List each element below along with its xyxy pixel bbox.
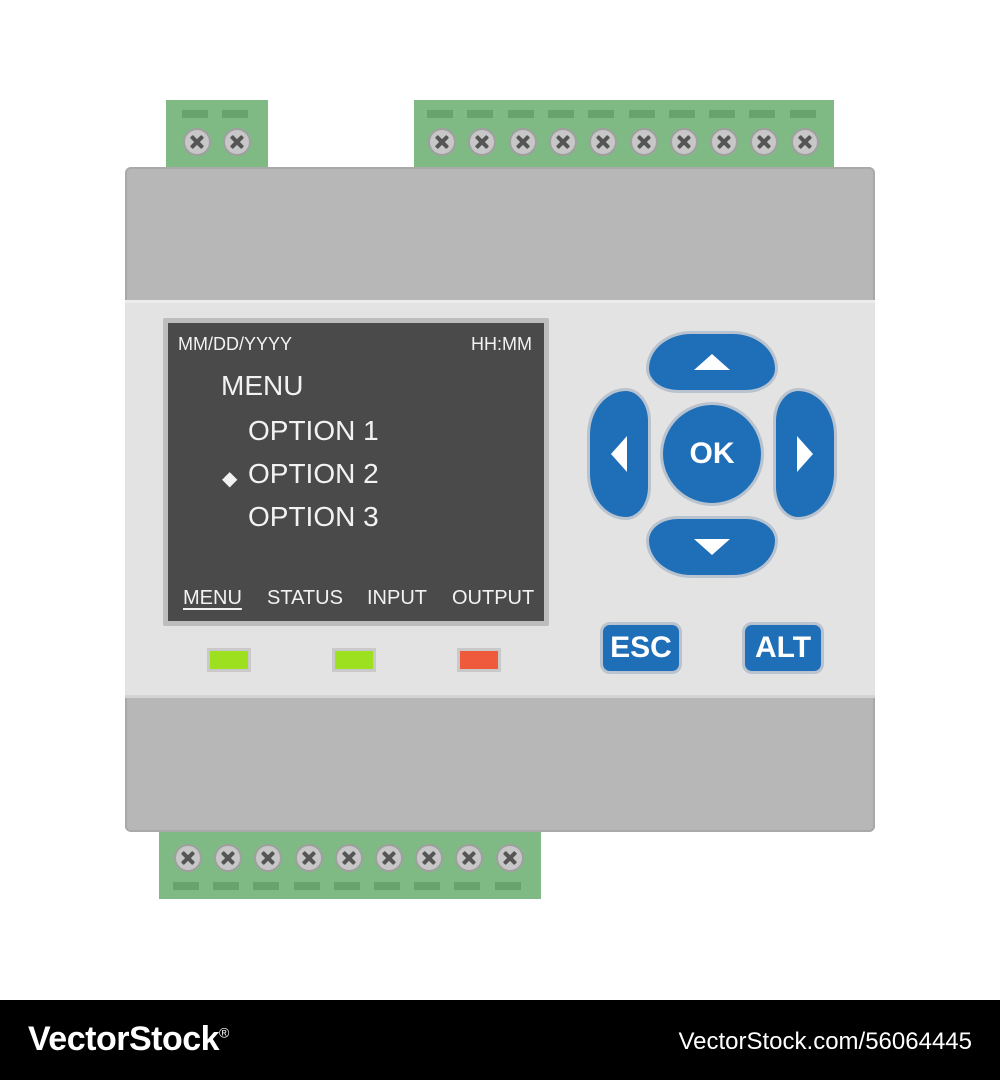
screw-icon (174, 844, 202, 872)
esc-button[interactable]: ESC (600, 622, 682, 674)
left-button[interactable] (587, 388, 651, 520)
screw-icon (455, 844, 484, 872)
status-led-1 (207, 648, 251, 672)
screw-icon (183, 128, 211, 156)
terminal-block-top-left (166, 100, 268, 167)
watermark-id: VectorStock.com/56064445 (678, 1028, 972, 1055)
ok-button[interactable]: OK (660, 402, 764, 506)
terminal-tab (628, 110, 655, 118)
screw-icon (214, 844, 243, 872)
watermark-bar: VectorStock® VectorStock.com/56064445 (0, 1000, 1000, 1080)
screw-icon (508, 128, 537, 156)
terminal-block-top-right (414, 100, 834, 167)
terminal-tab (668, 110, 695, 118)
arrow-down-icon (694, 539, 730, 555)
screw-icon (495, 844, 524, 872)
terminal-tab (173, 882, 199, 890)
watermark-brand: VectorStock® (28, 1020, 229, 1058)
terminal-tab (709, 110, 736, 118)
terminal-block-bottom (159, 832, 541, 899)
screw-icon (669, 128, 698, 156)
terminal-tab (182, 110, 208, 118)
menu-option-1[interactable]: OPTION 1 (248, 415, 379, 446)
lcd-screen: MM/DD/YYYY HH:MM MENU OPTION 1 ◆ OPTION … (168, 323, 544, 621)
arrow-right-icon (797, 436, 813, 472)
screw-icon (589, 128, 618, 156)
terminal-tab (494, 882, 521, 890)
menu-option-3[interactable]: OPTION 3 (248, 501, 379, 532)
screen-menu-title: MENU (221, 370, 304, 401)
arrow-left-icon (611, 436, 627, 472)
screw-icon (254, 844, 283, 872)
terminal-tab (427, 110, 453, 118)
screen-tab-input[interactable]: INPUT (367, 587, 427, 609)
screen-tab-menu[interactable]: MENU (183, 587, 242, 609)
screen-tab-output[interactable]: OUTPUT (452, 587, 535, 609)
screen-date: MM/DD/YYYY (178, 334, 293, 354)
screw-icon (750, 128, 779, 156)
terminal-tab (789, 110, 816, 118)
terminal-tab (333, 882, 360, 890)
terminal-tab (467, 110, 494, 118)
terminal-tab (414, 882, 441, 890)
status-led-3 (457, 648, 501, 672)
screw-icon (223, 128, 251, 156)
screw-icon (415, 844, 444, 872)
terminal-tab (213, 882, 240, 890)
down-button[interactable] (646, 516, 778, 578)
screen-tab-status[interactable]: STATUS (267, 587, 343, 609)
terminal-tab (749, 110, 776, 118)
terminal-tab (507, 110, 534, 118)
terminal-tab (253, 882, 280, 890)
arrow-up-icon (694, 354, 730, 370)
screw-icon (629, 128, 658, 156)
up-button[interactable] (646, 331, 778, 393)
terminal-tab (547, 110, 574, 118)
screw-icon (468, 128, 497, 156)
screw-icon (334, 844, 363, 872)
terminal-tab (454, 882, 481, 890)
status-led-2 (332, 648, 376, 672)
selection-marker-icon: ◆ (222, 468, 238, 490)
terminal-tab (293, 882, 320, 890)
screw-icon (294, 844, 323, 872)
alt-button[interactable]: ALT (742, 622, 824, 674)
screw-icon (428, 128, 456, 156)
terminal-tab (374, 882, 400, 890)
menu-option-2[interactable]: OPTION 2 (248, 458, 379, 489)
screw-icon (710, 128, 739, 156)
screw-icon (375, 844, 403, 872)
terminal-tab (222, 110, 248, 118)
right-button[interactable] (773, 388, 837, 520)
terminal-tab (588, 110, 615, 118)
screen-time: HH:MM (471, 334, 532, 354)
screw-icon (548, 128, 577, 156)
screw-icon (790, 128, 819, 156)
